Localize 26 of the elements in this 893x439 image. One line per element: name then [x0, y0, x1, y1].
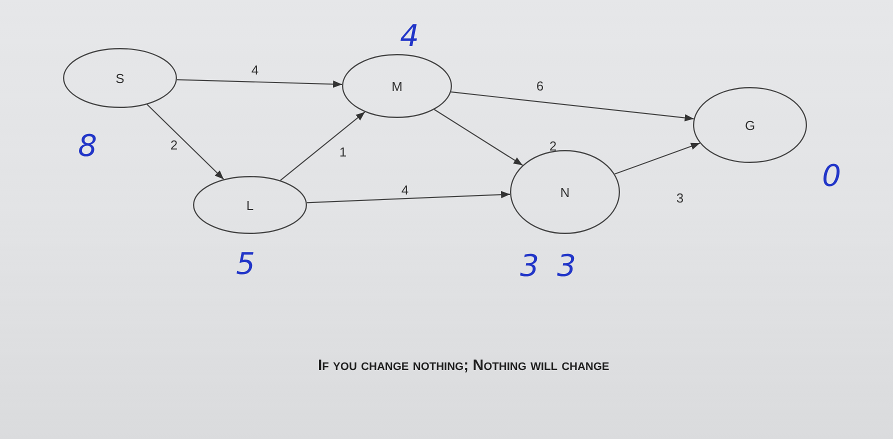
- node-label: L: [246, 198, 254, 212]
- handwritten-number: 3: [557, 252, 576, 282]
- edge-label: 6: [536, 80, 544, 92]
- edge-label: 2: [170, 138, 178, 152]
- arrow: [614, 142, 700, 175]
- handwritten-number: 8: [78, 132, 98, 162]
- handwritten-number: 0: [822, 162, 842, 192]
- edge-label: 1: [339, 146, 347, 158]
- handwritten-number: 4: [400, 22, 420, 52]
- arrow: [450, 91, 694, 122]
- arrow: [280, 112, 366, 181]
- node-label: G: [744, 118, 756, 132]
- handwritten-number: 5: [236, 250, 256, 280]
- edge-label: 4: [401, 184, 409, 196]
- arrow: [176, 79, 342, 88]
- edge-label: 2: [549, 140, 557, 152]
- edge-label: 4: [251, 64, 259, 76]
- motto-text: If you change nothing; Nothing will change: [318, 357, 610, 374]
- node-label: S: [116, 70, 124, 86]
- node-label: N: [560, 184, 570, 200]
- arrow: [306, 191, 510, 204]
- edge-label: 3: [676, 192, 684, 204]
- handwritten-number: 3: [520, 252, 540, 282]
- node-label: M: [392, 78, 402, 94]
- arrow: [146, 104, 224, 180]
- arrow: [434, 109, 523, 166]
